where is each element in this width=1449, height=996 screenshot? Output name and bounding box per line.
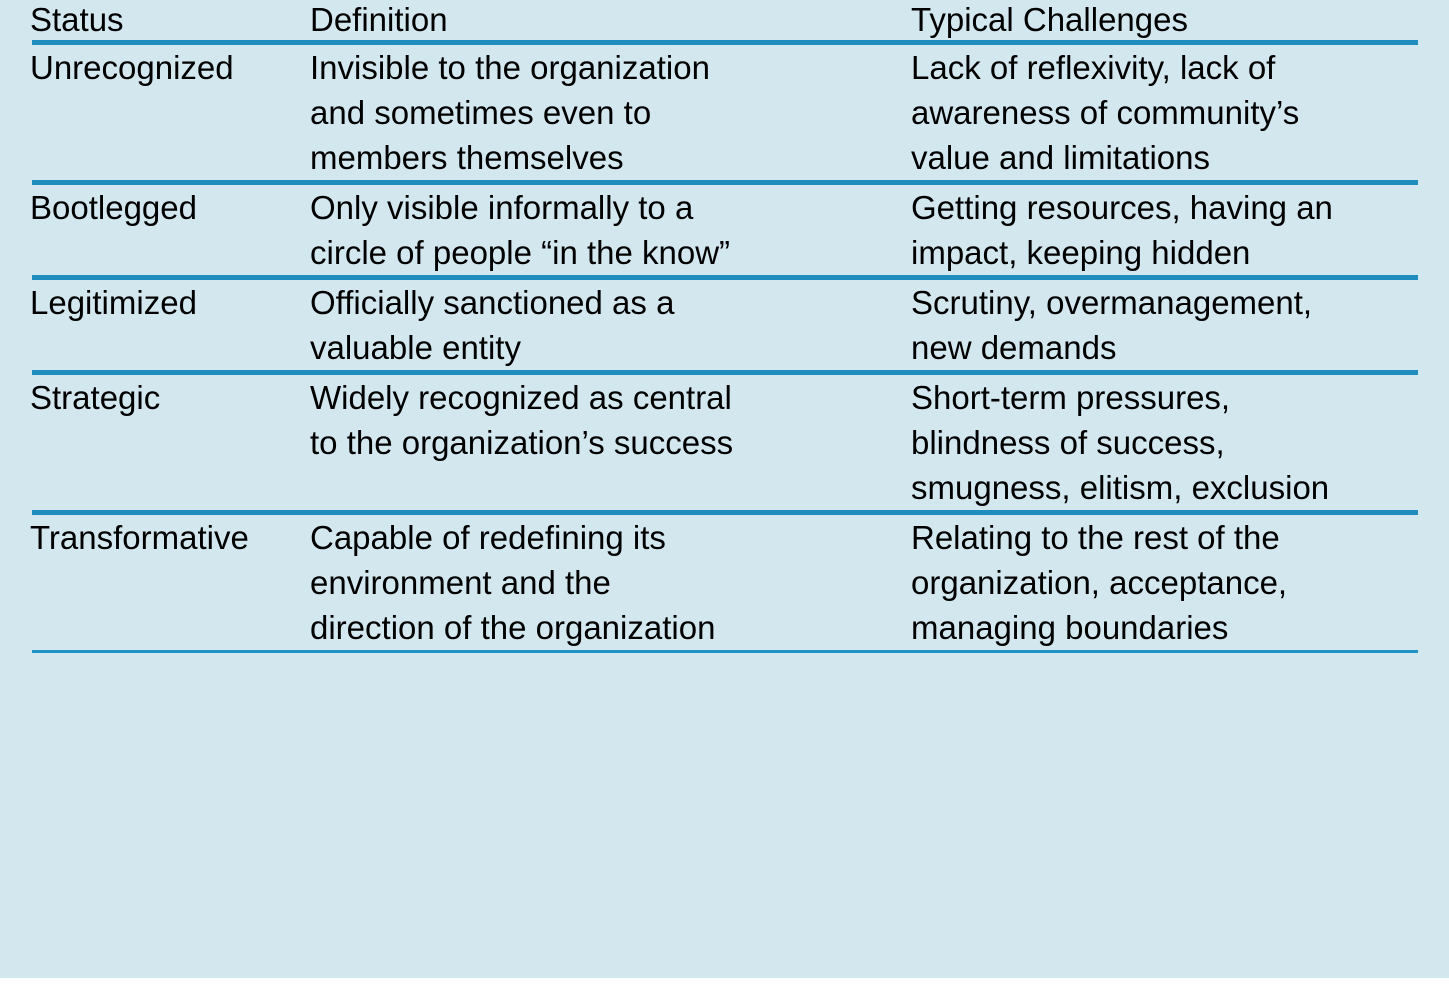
rule-segment xyxy=(908,40,1449,45)
cell-definition: Capable of redefining its environment an… xyxy=(305,515,908,650)
table-row: Bootlegged Only visible informally to a … xyxy=(0,185,1449,275)
cell-typical-challenges: Relating to the rest of the organization… xyxy=(908,515,1449,650)
cell-typical-challenges: Scrutiny, overmanagement, new demands xyxy=(908,280,1449,370)
header-row: Status Definition Typical Challenges xyxy=(0,0,1449,40)
table-bottom-rule xyxy=(0,650,1449,653)
table-header: Status Definition Typical Challenges xyxy=(0,0,1449,45)
row-divider-rule xyxy=(0,180,1449,185)
definition-line: Invisible to the organization xyxy=(310,49,710,86)
definition-line: members themselves xyxy=(310,139,624,176)
rule-segment xyxy=(305,650,908,653)
cell-typical-challenges: Lack of reflexivity, lack of awareness o… xyxy=(908,45,1449,180)
rule-segment xyxy=(0,180,305,185)
cell-definition: Only visible informally to a circle of p… xyxy=(305,185,908,275)
definition-line: direction of the organization xyxy=(310,609,716,646)
cell-status: Unrecognized xyxy=(30,49,234,86)
challenge-line: Relating to the rest of the xyxy=(911,519,1280,556)
definition-line: Capable of redefining its xyxy=(310,519,666,556)
table-row: Unrecognized Invisible to the organizati… xyxy=(0,45,1449,180)
rule-segment xyxy=(0,275,305,280)
cell-status: Transformative xyxy=(30,519,249,556)
cell-status: Strategic xyxy=(30,379,161,416)
rule-segment xyxy=(0,510,305,515)
cell-definition: Officially sanctioned as a valuable enti… xyxy=(305,280,908,370)
rule-segment xyxy=(305,40,908,45)
row-divider-rule xyxy=(0,510,1449,515)
challenge-line: Getting resources, having an xyxy=(911,189,1333,226)
rule-segment xyxy=(0,370,305,375)
challenge-line: Lack of reflexivity, lack of xyxy=(911,49,1276,86)
rule-segment xyxy=(305,510,908,515)
challenge-line: Scrutiny, overmanagement, xyxy=(911,284,1313,321)
challenge-line: impact, keeping hidden xyxy=(911,234,1251,271)
table-row: Transformative Capable of redefining its… xyxy=(0,515,1449,650)
challenge-line: Short-term pressures, xyxy=(911,379,1231,416)
rule-segment xyxy=(908,275,1449,280)
challenge-line: smugness, elitism, exclusion xyxy=(911,469,1330,506)
rule-segment xyxy=(0,40,305,45)
cell-definition: Widely recognized as central to the orga… xyxy=(305,375,908,510)
column-header-definition: Definition xyxy=(310,1,448,38)
challenge-line: blindness of success, xyxy=(911,424,1225,461)
rule-segment xyxy=(305,370,908,375)
rule-segment xyxy=(908,370,1449,375)
row-divider-rule xyxy=(0,370,1449,375)
rule-segment xyxy=(908,650,1449,653)
table-body: Unrecognized Invisible to the organizati… xyxy=(0,45,1449,653)
cell-typical-challenges: Short-term pressures, blindness of succe… xyxy=(908,375,1449,510)
definition-line: environment and the xyxy=(310,564,611,601)
definition-line: valuable entity xyxy=(310,329,521,366)
rule-segment xyxy=(305,275,908,280)
status-definition-challenges-table: Status Definition Typical Challenges Unr… xyxy=(0,0,1449,653)
challenge-line: organization, acceptance, xyxy=(911,564,1288,601)
definition-line: Widely recognized as central xyxy=(310,379,732,416)
rule-segment xyxy=(908,180,1449,185)
header-divider-rule xyxy=(0,40,1449,45)
definition-line: Officially sanctioned as a xyxy=(310,284,675,321)
rule-segment xyxy=(0,650,305,653)
column-header-status: Status xyxy=(30,1,124,38)
row-divider-rule xyxy=(0,275,1449,280)
cell-definition: Invisible to the organization and someti… xyxy=(305,45,908,180)
cell-status: Legitimized xyxy=(30,284,197,321)
cell-status: Bootlegged xyxy=(30,189,197,226)
definition-line: circle of people “in the know” xyxy=(310,234,731,271)
definition-line: Only visible informally to a xyxy=(310,189,694,226)
rule-segment xyxy=(908,510,1449,515)
table-row: Legitimized Officially sanctioned as a v… xyxy=(0,280,1449,370)
challenge-line: value and limitations xyxy=(911,139,1210,176)
cell-typical-challenges: Getting resources, having an impact, kee… xyxy=(908,185,1449,275)
definition-line: and sometimes even to xyxy=(310,94,652,131)
rule-segment xyxy=(305,180,908,185)
challenge-line: new demands xyxy=(911,329,1117,366)
definition-line: to the organization’s success xyxy=(310,424,734,461)
challenge-line: managing boundaries xyxy=(911,609,1229,646)
challenge-line: awareness of community’s xyxy=(911,94,1300,131)
table-row: Strategic Widely recognized as central t… xyxy=(0,375,1449,510)
column-header-typical-challenges: Typical Challenges xyxy=(911,1,1188,38)
